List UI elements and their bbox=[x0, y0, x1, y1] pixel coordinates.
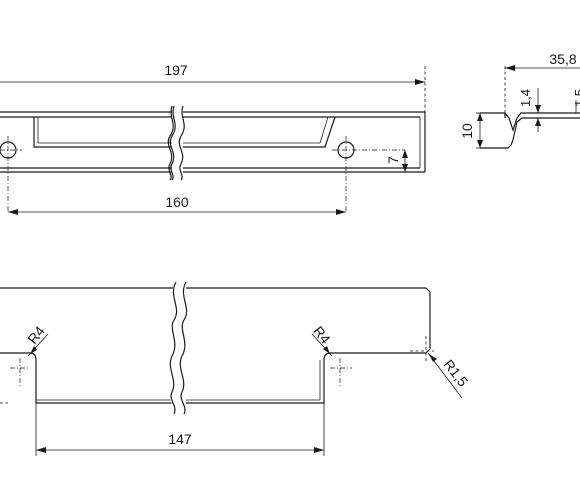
side-profile bbox=[476, 66, 580, 149]
bottom-view bbox=[0, 279, 434, 456]
profile-width-label: 35,8 bbox=[549, 51, 576, 67]
radius-right-label: R4 bbox=[310, 323, 334, 347]
hole-spacing-label: 160 bbox=[165, 194, 189, 210]
dimension-radius-left: R4 bbox=[24, 323, 49, 357]
dimension-profile-width: 35,8 bbox=[505, 51, 580, 71]
dimension-hole-spacing: 160 bbox=[8, 194, 346, 215]
cutout-length-label: 147 bbox=[168, 431, 192, 447]
dimension-hole-offset: 7 bbox=[385, 150, 412, 173]
dimension-radius-right: R4 bbox=[310, 323, 334, 357]
top-view bbox=[0, 105, 426, 212]
dimension-wall-thickness-partial: 1,5 bbox=[572, 89, 580, 113]
radius-left-label: R4 bbox=[24, 323, 48, 347]
wall-thickness-label: 1,4 bbox=[518, 89, 533, 107]
overall-length-label: 197 bbox=[164, 62, 188, 78]
dimension-radius-corner: R1,5 bbox=[427, 352, 472, 399]
dimension-cutout-length: 147 bbox=[36, 431, 324, 453]
dimension-wall-thickness: 1,4 bbox=[518, 88, 541, 132]
hole-offset-label: 7 bbox=[385, 156, 401, 164]
wall-thickness-partial-label: 1,5 bbox=[572, 89, 580, 107]
dimension-overall-length: 197 bbox=[0, 62, 426, 112]
profile-height-label: 10 bbox=[459, 123, 475, 139]
dimension-profile-height: 10 bbox=[459, 113, 483, 148]
radius-corner-label: R1,5 bbox=[441, 356, 472, 389]
